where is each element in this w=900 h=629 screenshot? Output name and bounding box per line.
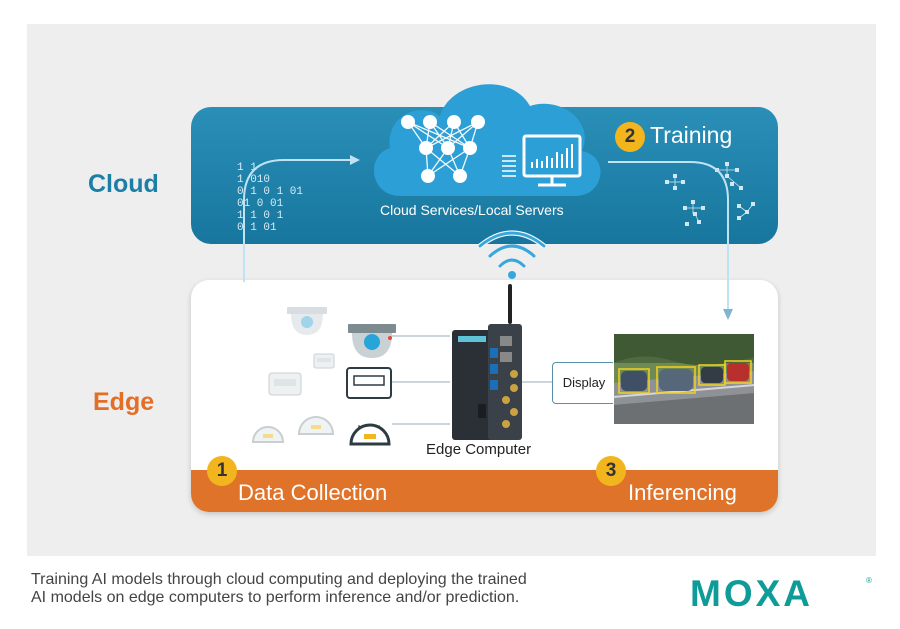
registered-mark: ® [866,576,872,585]
cloud-services-label: Cloud Services/Local Servers [380,202,564,218]
cloud-icon [373,84,601,196]
gauge-icon [349,423,391,446]
moxa-logo: MOXA [690,573,813,614]
figure-caption: Training AI models through cloud computi… [31,571,631,607]
panel-meter-icon [313,353,335,369]
cloud-section-label: Cloud [88,170,159,198]
data-collection-label: Data Collection [238,480,388,505]
data-cluster-icon [665,162,755,226]
edge-band [191,470,778,512]
training-label: Training [650,122,733,148]
binary-data-text: 1 1 1 010 0 1 0 1 01 01 0 01 1 1 0 1 0 1… [237,162,304,234]
panel-meter-icon [268,372,302,396]
inferencing-label: Inferencing [628,480,737,505]
security-camera-icon [348,324,396,358]
traffic-detection-image [613,333,755,425]
data-collection-step-badge: 1 [207,456,237,486]
caption-line-1: Training AI models through cloud computi… [31,571,527,588]
edge-computer-label: Edge Computer [426,441,532,458]
edge-section-label: Edge [93,388,155,416]
inferencing-step-badge: 3 [596,456,626,486]
caption-line-2: AI models on edge computers to perform i… [31,589,520,606]
edge-computer-icon [452,284,522,440]
security-camera-icon [287,307,327,335]
gauge-icon [251,426,285,443]
display-box: Display [552,362,616,404]
gauge-icon [297,416,335,435]
panel-meter-icon [346,367,392,399]
wifi-icon [477,230,547,279]
training-step-badge: 2 [615,122,645,152]
